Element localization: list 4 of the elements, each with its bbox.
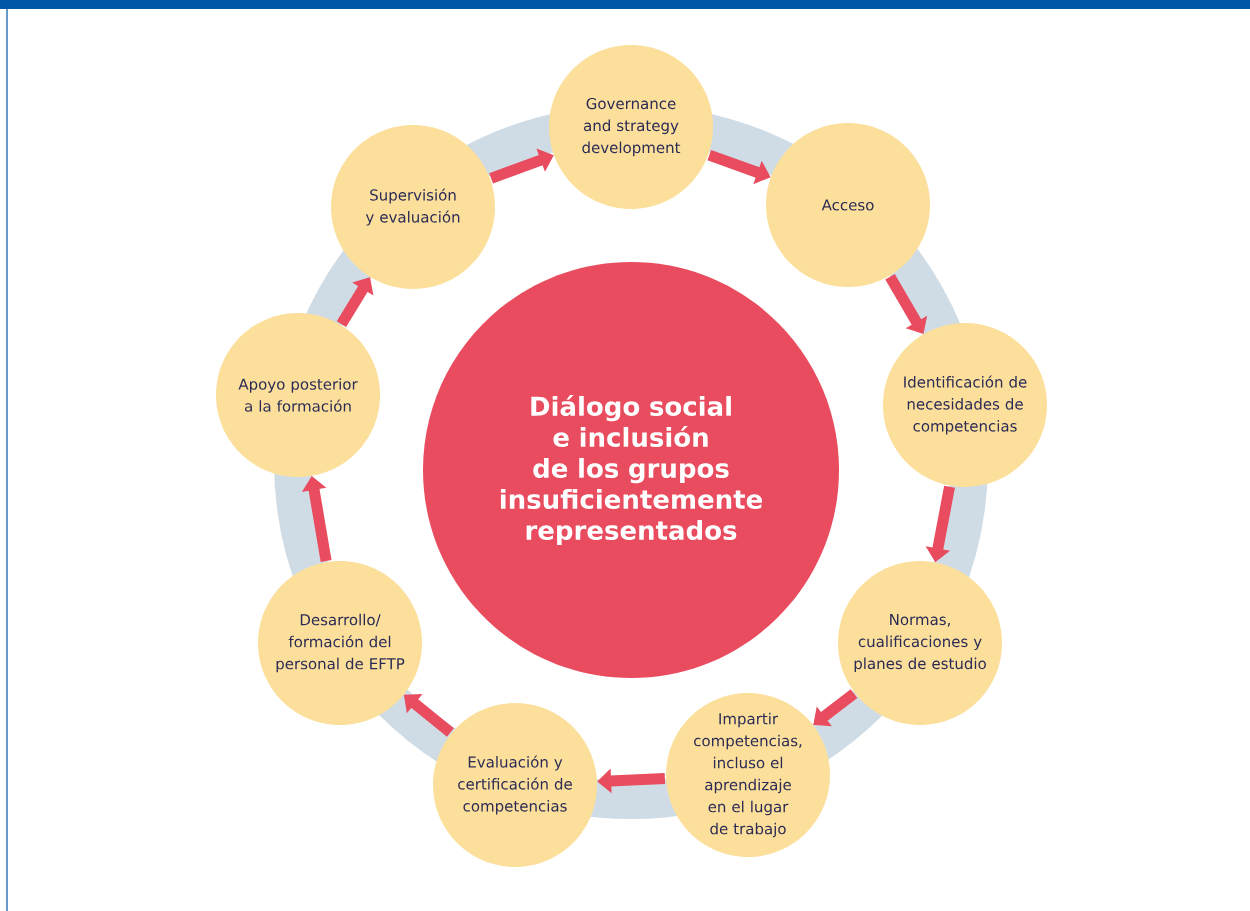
arrow: [885, 274, 928, 334]
arrow: [813, 689, 858, 727]
arrow: [301, 476, 332, 562]
arrow: [489, 148, 554, 184]
